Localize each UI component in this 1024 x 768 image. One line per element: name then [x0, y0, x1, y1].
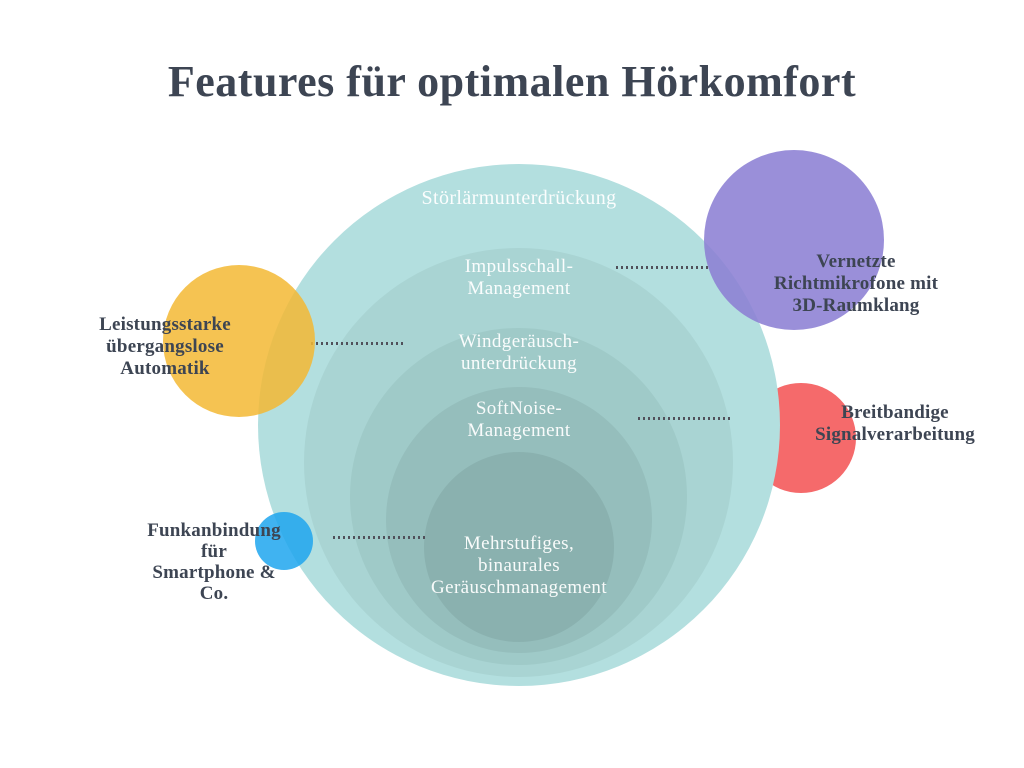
- ring-label-softnoise-management: SoftNoise- Management: [467, 398, 571, 441]
- ring-geraeuschmanagement: [424, 452, 614, 642]
- satellite-label-automatik: Leistungsstarke übergangslose Automatik: [99, 314, 231, 379]
- satellite-circle-automatik: [163, 265, 315, 417]
- satellite-label-richtmikrofone: Vernetzte Richtmikrofone mit 3D-Raumklan…: [773, 251, 939, 316]
- ring-label-windgeraeuschunterdrueckung: Windgeräusch- unterdrückung: [458, 331, 580, 374]
- dotted-connector-funkanbindung: [333, 536, 427, 539]
- dotted-connector-breitbandige: [638, 417, 732, 420]
- satellite-label-funkanbindung: Funkanbindung für Smartphone & Co.: [147, 520, 281, 604]
- ring-label-stoerlaermunterdrueckung: Störlärmunterdrückung: [421, 187, 617, 209]
- satellite-label-breitbandige: Breitbandige Signalverarbeitung: [815, 402, 975, 445]
- satellite-circle-richtmikrofone: [704, 150, 884, 330]
- dotted-connector-richtmikrofone: [616, 266, 710, 269]
- satellite-circle-funkanbindung: [255, 512, 313, 570]
- page-title: Features für optimalen Hörkomfort: [167, 57, 857, 106]
- ring-label-impulsschall-management: Impulsschall- Management: [464, 256, 574, 299]
- dotted-connector-automatik: [311, 342, 405, 345]
- ring-label-geraeuschmanagement: Mehrstufiges, binaurales Geräuschmanagem…: [430, 533, 608, 598]
